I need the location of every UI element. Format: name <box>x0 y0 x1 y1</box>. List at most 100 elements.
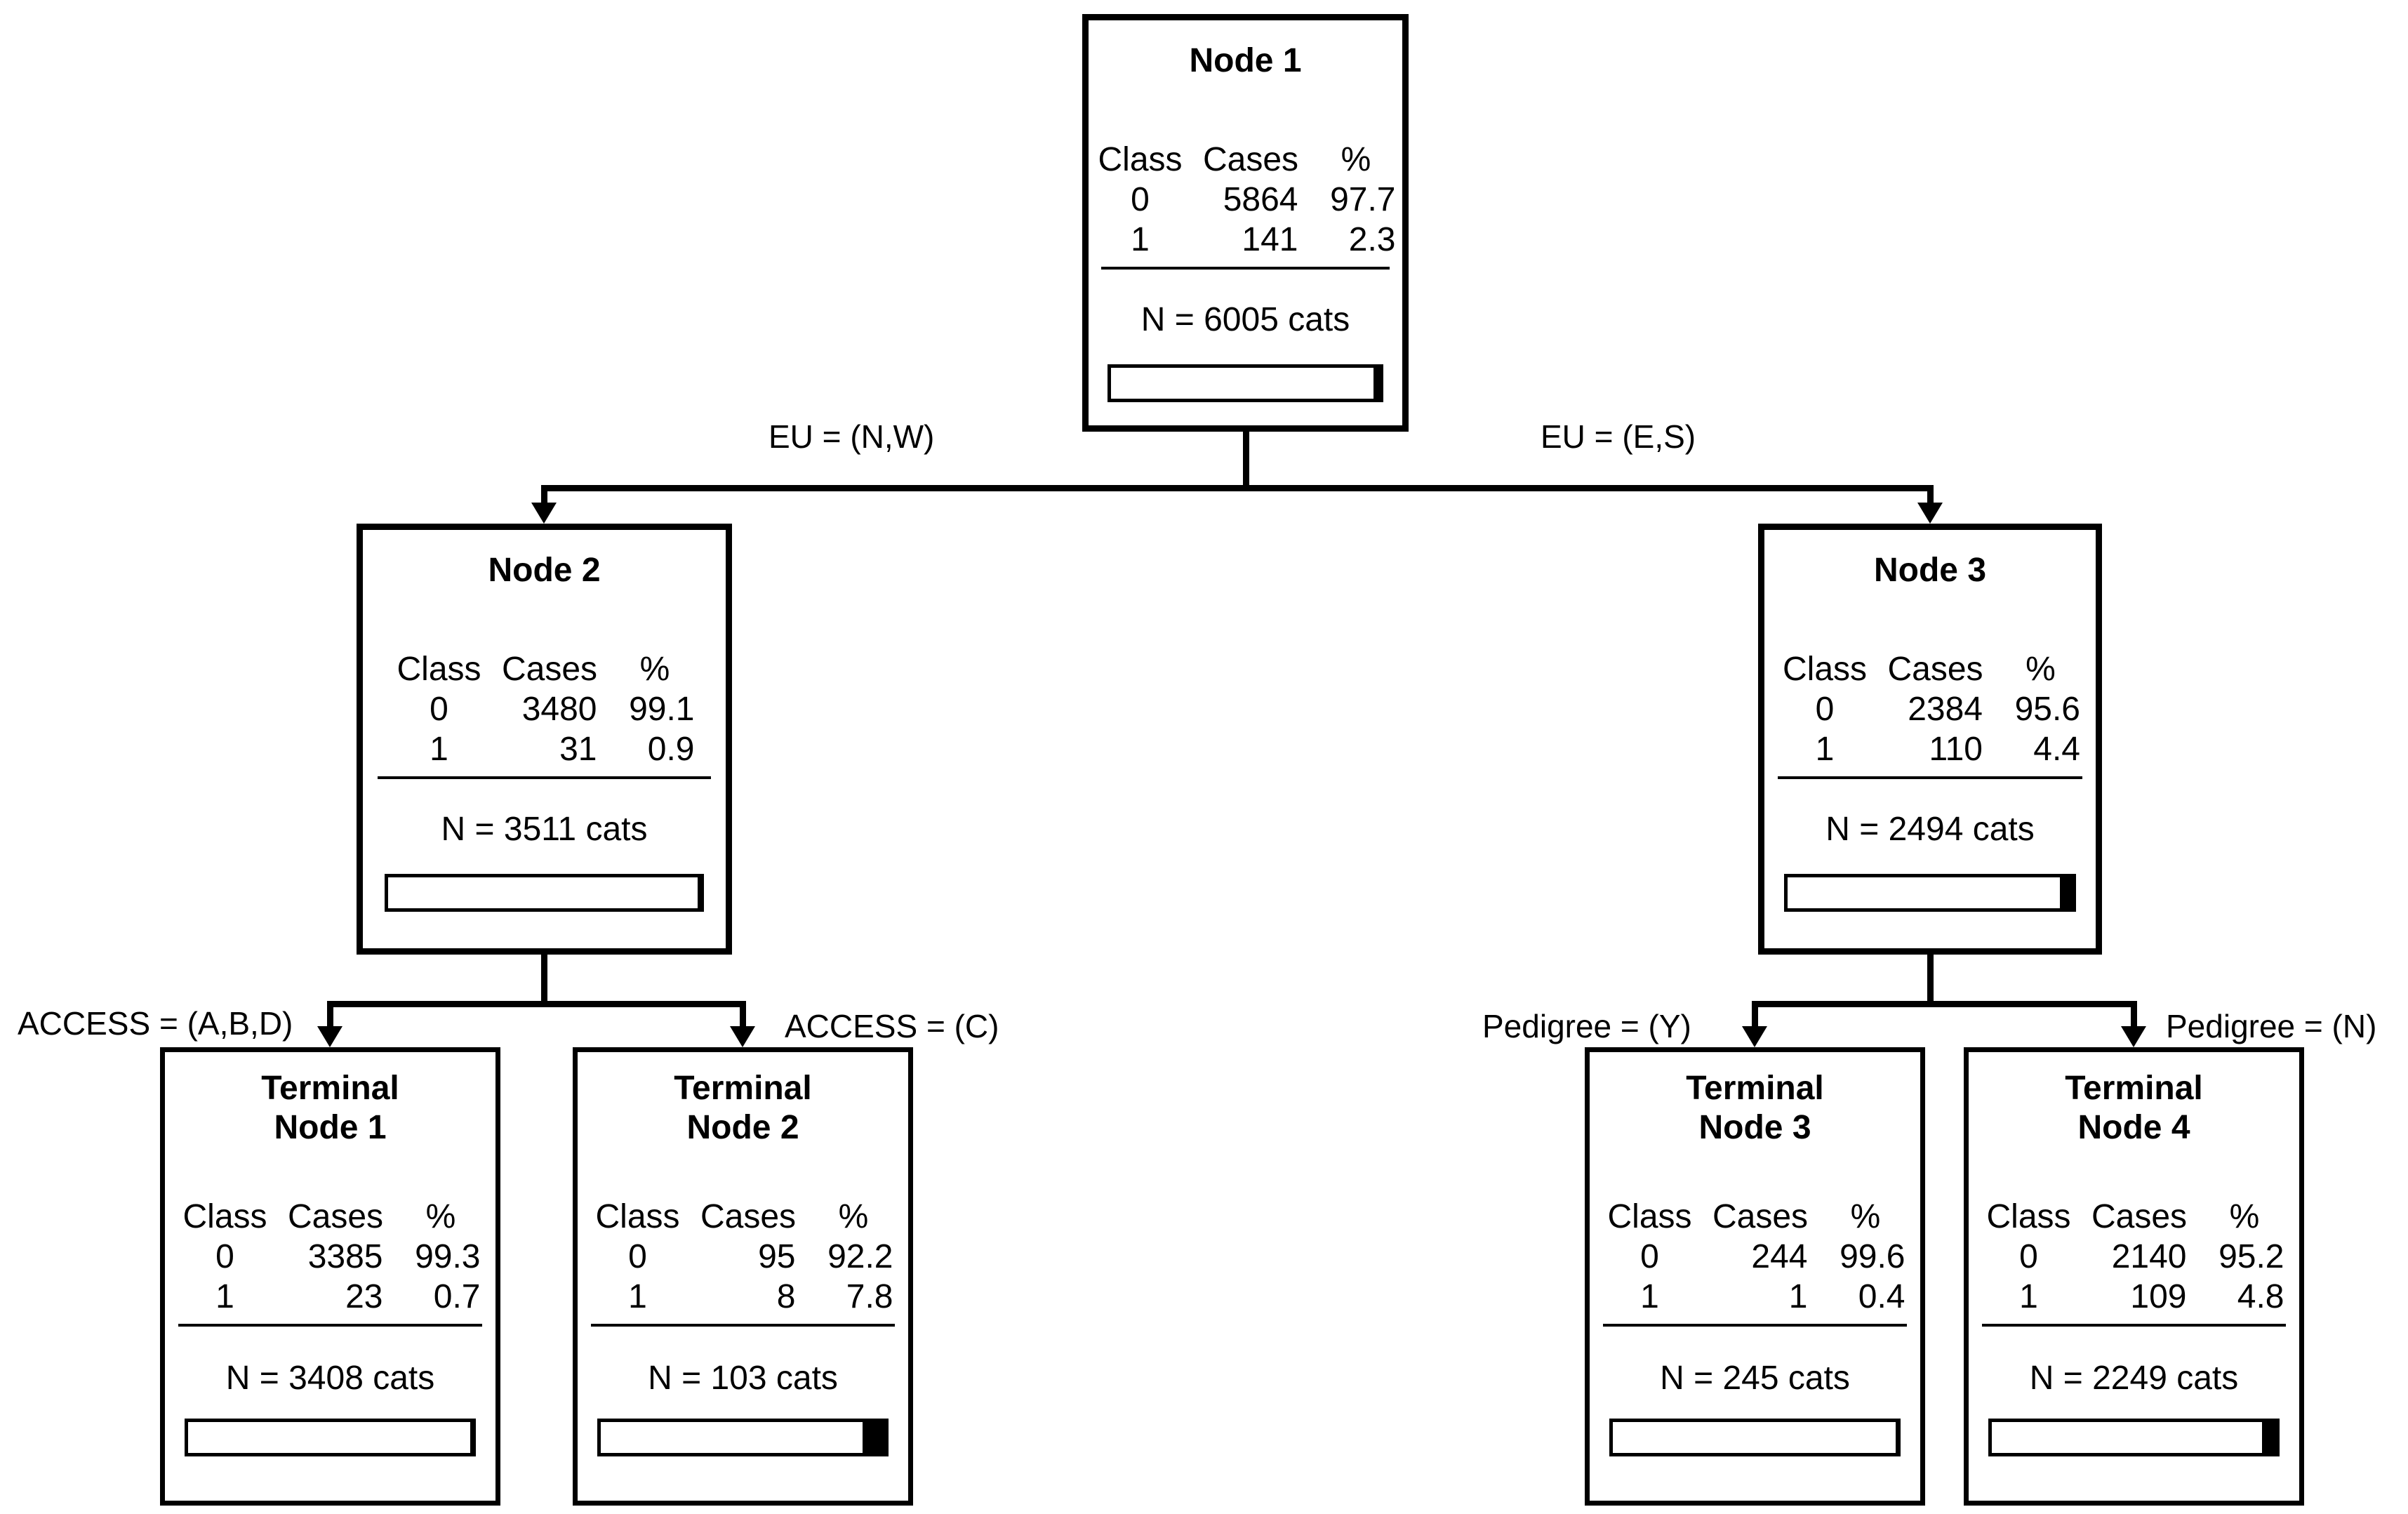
cell-cases: 3480 <box>521 691 597 728</box>
class-table: Class Cases % 0 95 92.2 1 8 7.8 <box>589 1197 898 1317</box>
node-title-line: Node 4 <box>2077 1109 2190 1146</box>
col-header-pct: % <box>838 1198 869 1235</box>
col-header-class: Class <box>1607 1198 1692 1235</box>
class-distribution-bar <box>597 1419 889 1456</box>
node-title-line: Terminal <box>2065 1070 2203 1107</box>
cell-pct: 0.9 <box>647 731 695 768</box>
node-title: Terminal Node 3 <box>1686 1069 1824 1148</box>
cell-class: 1 <box>430 731 448 768</box>
terminal-node-4: Terminal Node 4 Class Cases % 0 2140 95.… <box>1964 1047 2304 1506</box>
split-label-pedigree-left: Pedigree = (Y) <box>1482 1008 1691 1044</box>
cell-cases: 5864 <box>1223 181 1298 218</box>
arrow-down-icon <box>317 1026 342 1047</box>
node-title: Terminal Node 2 <box>674 1069 812 1148</box>
col-header-pct: % <box>2025 651 2056 688</box>
cell-class: 0 <box>215 1238 234 1275</box>
node-title: Terminal Node 1 <box>261 1069 399 1148</box>
node-title-line: Terminal <box>674 1070 812 1107</box>
cell-pct: 99.3 <box>415 1238 481 1275</box>
col-header-class: Class <box>397 651 481 688</box>
cell-cases: 3385 <box>307 1238 383 1275</box>
n-count-label: N = 2249 cats <box>2029 1360 2239 1397</box>
col-header-pct: % <box>639 651 670 688</box>
class1-bar-segment <box>697 877 700 908</box>
cell-cases: 244 <box>1751 1238 1808 1275</box>
node-title-line: Node 3 <box>1873 552 1987 589</box>
cell-class: 0 <box>1815 691 1835 728</box>
cell-pct: 4.8 <box>2237 1278 2284 1315</box>
class1-bar-segment <box>1373 368 1381 399</box>
node-title-line: Node 1 <box>274 1109 387 1146</box>
cell-class: 1 <box>2019 1278 2038 1315</box>
split-label-access-left: ACCESS = (A,B,D) <box>18 1005 293 1042</box>
col-header-cases: Cases <box>1887 651 1983 688</box>
cell-cases: 109 <box>2130 1278 2187 1315</box>
node-title-line: Terminal <box>261 1070 399 1107</box>
class1-bar-segment <box>863 1422 885 1453</box>
class-table: Class Cases % 0 3385 99.3 1 23 0.7 <box>176 1197 485 1317</box>
cell-pct: 97.7 <box>1330 181 1396 218</box>
class-distribution-bar <box>1988 1419 2280 1456</box>
col-header-cases: Cases <box>1202 141 1299 178</box>
cell-cases: 95 <box>758 1238 796 1275</box>
cell-cases: 23 <box>345 1278 383 1315</box>
cell-class: 1 <box>1131 221 1150 258</box>
cell-cases: 141 <box>1242 221 1298 258</box>
connector-tnode2-stub <box>740 1001 746 1029</box>
class-table: Class Cases % 0 2140 95.2 1 109 4.8 <box>1980 1197 2289 1317</box>
node-title: Node 2 <box>488 551 600 590</box>
cell-pct: 99.1 <box>629 691 695 728</box>
cell-pct: 99.6 <box>1840 1238 1905 1275</box>
class0-bar-segment <box>188 1422 470 1453</box>
col-header-pct: % <box>1850 1198 1881 1235</box>
connector-tnode1-stub <box>327 1001 333 1029</box>
node-title-line: Node 2 <box>686 1109 799 1146</box>
col-header-pct: % <box>1341 141 1371 178</box>
node-title: Node 3 <box>1874 551 1986 590</box>
arrow-down-icon <box>531 503 557 524</box>
class0-bar-segment <box>1613 1422 1896 1453</box>
table-divider <box>590 1324 896 1327</box>
table-divider <box>1981 1324 2287 1327</box>
cell-pct: 2.3 <box>1348 221 1396 258</box>
class-distribution-bar <box>1784 874 2076 912</box>
class-table: Class Cases % 0 2384 95.6 1 110 4.4 <box>1776 649 2084 769</box>
col-header-cases: Cases <box>501 651 598 688</box>
terminal-node-3: Terminal Node 3 Class Cases % 0 244 99.6… <box>1585 1047 1925 1506</box>
class0-bar-segment <box>1110 368 1374 399</box>
connector-node3-down <box>1927 955 1934 1007</box>
connector-node1-down <box>1243 432 1249 491</box>
col-header-class: Class <box>182 1198 267 1235</box>
node-title: Node 1 <box>1189 41 1301 81</box>
connector-node2-stub <box>541 485 547 507</box>
col-header-cases: Cases <box>700 1198 797 1235</box>
n-count-label: N = 2494 cats <box>1825 811 2035 848</box>
col-header-cases: Cases <box>287 1198 384 1235</box>
class0-bar-segment <box>388 877 698 908</box>
cell-cases: 1 <box>1788 1278 1808 1315</box>
connector-node3-stub <box>1927 485 1934 507</box>
class1-bar-segment <box>2262 1422 2276 1453</box>
col-header-class: Class <box>1098 141 1183 178</box>
cell-class: 0 <box>628 1238 647 1275</box>
class-table: Class Cases % 0 3480 99.1 1 31 0.9 <box>390 649 699 769</box>
table-divider <box>377 776 712 779</box>
col-header-class: Class <box>1986 1198 2071 1235</box>
connector-level1-horizontal <box>541 485 1934 491</box>
n-count-label: N = 245 cats <box>1660 1360 1850 1397</box>
connector-level2-left-horizontal <box>327 1001 746 1007</box>
col-header-pct: % <box>2229 1198 2260 1235</box>
cell-class: 0 <box>2019 1238 2038 1275</box>
cell-cases: 2384 <box>1908 691 1983 728</box>
class-distribution-bar <box>385 874 704 912</box>
terminal-node-2: Terminal Node 2 Class Cases % 0 95 92.2 … <box>573 1047 913 1506</box>
class-table: Class Cases % 0 244 99.6 1 1 0.4 <box>1601 1197 1910 1317</box>
col-header-pct: % <box>425 1198 456 1235</box>
class-distribution-bar <box>1609 1419 1901 1456</box>
cell-class: 1 <box>628 1278 647 1315</box>
cell-pct: 7.8 <box>846 1278 893 1315</box>
table-divider <box>178 1324 483 1327</box>
class0-bar-segment <box>1788 877 2060 908</box>
node-2: Node 2 Class Cases % 0 3480 99.1 1 31 0.… <box>357 524 732 955</box>
connector-node2-down <box>541 955 547 1007</box>
